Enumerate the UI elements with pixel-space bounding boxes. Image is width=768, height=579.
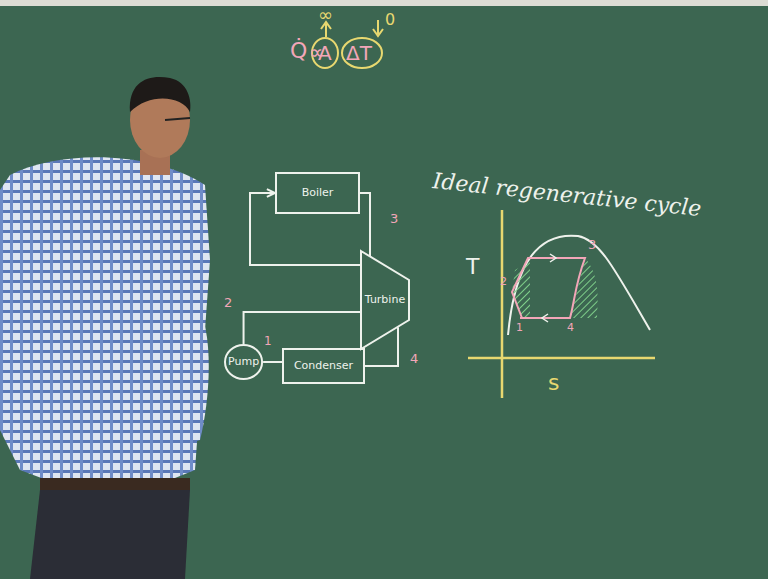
board-frame (0, 0, 768, 6)
board-label: 0 (385, 12, 395, 28)
pipe-line (263, 361, 282, 363)
state-number: 4 (408, 352, 420, 365)
state-number: 2 (222, 296, 234, 309)
board-label: T (466, 256, 479, 278)
board-label: 1 (516, 322, 523, 333)
turbine-outline (361, 251, 409, 349)
board-label: 4 (567, 322, 574, 333)
board-label: s (548, 372, 559, 394)
board-label: 3 (588, 238, 596, 251)
pipe-connector (250, 189, 360, 265)
ts-diagram (468, 210, 655, 398)
board-label: ΔT (346, 43, 372, 63)
node-label: Boiler (302, 187, 334, 199)
pipe-line (244, 312, 360, 344)
box-outline (276, 173, 359, 213)
pipe-connector (360, 193, 370, 256)
pump-symbol: Pump (224, 344, 263, 380)
pipe-connector (244, 312, 360, 344)
box-outline (283, 349, 364, 383)
board-label: Q̇ (290, 40, 307, 62)
pipe-line (360, 193, 370, 256)
formula-marks (312, 20, 383, 68)
pipe-connector (365, 327, 398, 366)
boiler-box: Boiler (275, 172, 360, 214)
lecturer (0, 77, 210, 579)
pump-circle (225, 345, 262, 379)
board-label: 2 (500, 276, 507, 287)
pipe-line (365, 327, 398, 366)
pipe-line (250, 193, 360, 265)
board-label: ∞ (318, 6, 333, 24)
turbine-symbol: Turbine (360, 250, 410, 350)
node-label: Condenser (294, 360, 353, 372)
pipe-connector (263, 362, 282, 363)
node-label: Turbine (365, 294, 405, 306)
state-number: 3 (388, 212, 400, 225)
board-title: Ideal regenerative cycle (432, 170, 703, 220)
arrow-head (267, 189, 275, 197)
board-label: 1 (264, 335, 272, 347)
node-label: Pump (228, 356, 259, 368)
condenser-box: Condenser (282, 348, 365, 384)
board-label: A (318, 43, 332, 63)
